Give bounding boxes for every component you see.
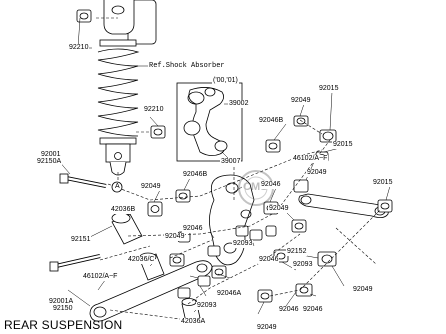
part-label: 92046 xyxy=(258,256,280,264)
part-label: 39007 xyxy=(220,158,242,166)
part-label: 42036B xyxy=(110,206,137,214)
part-label: 46102/A~F xyxy=(82,273,119,281)
bolt-92151 xyxy=(49,254,101,272)
part-label: 92046 xyxy=(302,306,324,314)
part-label: 92015 xyxy=(332,141,354,149)
tie-rod-upper xyxy=(298,193,389,218)
part-label: 92001A xyxy=(48,298,75,306)
part-label: 92093 xyxy=(292,261,314,269)
shock-absorber xyxy=(76,0,166,176)
part-label: 92046B xyxy=(258,117,285,125)
part-label: 42036/C xyxy=(127,256,156,264)
part-label: 92015 xyxy=(318,85,340,93)
part-label: 92152 xyxy=(286,248,308,256)
part-label: 39002 xyxy=(228,100,250,108)
part-label: 92049 xyxy=(256,324,278,332)
part-label: 92049 xyxy=(352,286,374,294)
part-label: 92210 xyxy=(143,106,165,114)
part-label: 92046 xyxy=(278,306,300,314)
year-note: ('00,'01) xyxy=(212,77,239,85)
part-label: 92049 xyxy=(268,205,290,213)
rocker-arm-39002 xyxy=(183,87,228,156)
part-label: 92046 xyxy=(260,181,282,189)
part-label: 92015 xyxy=(372,179,394,187)
inset-box xyxy=(176,82,243,162)
ref-label: Ref.Shock Absorber xyxy=(148,62,226,70)
callout-a-circle xyxy=(111,181,123,193)
part-label: 92151 xyxy=(70,236,92,244)
part-label: 92049 xyxy=(140,183,162,191)
part-label: 92049 xyxy=(290,97,312,105)
part-label: 42036A xyxy=(180,318,207,326)
part-label: 92046B xyxy=(182,171,209,179)
part-label: 92150 xyxy=(52,305,74,313)
part-label: 46102/A~F xyxy=(292,155,329,163)
part-label: 92049 xyxy=(164,233,186,241)
part-label: 92049 xyxy=(306,169,328,177)
part-label: 92150A xyxy=(36,158,63,166)
bolt-92001 xyxy=(59,173,107,188)
callout-a: A xyxy=(115,183,120,190)
part-label: 92001 xyxy=(40,151,62,159)
part-label: 92046 xyxy=(182,225,204,233)
diagram-title: REAR SUSPENSION xyxy=(4,318,123,332)
shock-spring xyxy=(97,39,140,145)
part-label: 92093 xyxy=(196,302,218,310)
part-label: 92093 xyxy=(232,240,254,248)
assembly-lines xyxy=(96,17,381,321)
part-label: 92210 xyxy=(68,44,90,52)
part-label: 92046A xyxy=(216,290,243,298)
